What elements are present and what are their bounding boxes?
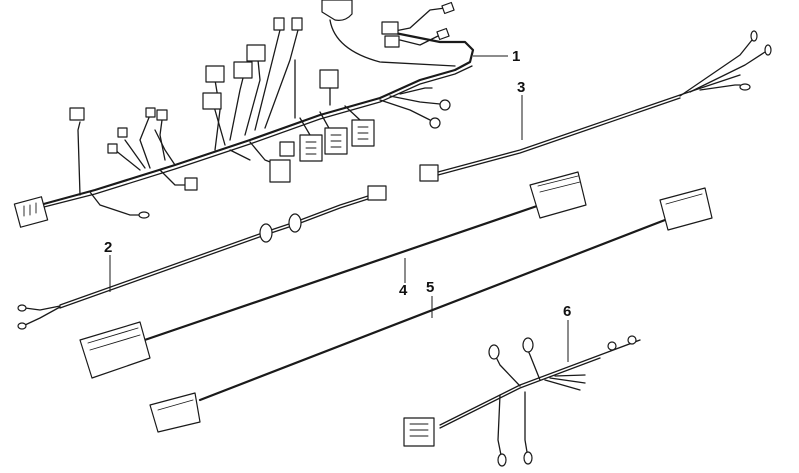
callout-4: 4	[399, 282, 408, 299]
harness-4	[79, 171, 587, 379]
callout-3: 3	[517, 79, 525, 96]
callout-5: 5	[426, 279, 434, 296]
callout-labels: 1 2 3 4 5 6	[104, 48, 571, 320]
harness-6	[403, 320, 641, 467]
main-harness	[13, 0, 508, 228]
harness-5	[149, 187, 713, 433]
callout-6: 6	[563, 303, 571, 320]
harness-3	[419, 30, 772, 182]
harness-2	[17, 185, 387, 330]
callout-2: 2	[104, 239, 112, 256]
callout-1: 1	[512, 48, 520, 65]
